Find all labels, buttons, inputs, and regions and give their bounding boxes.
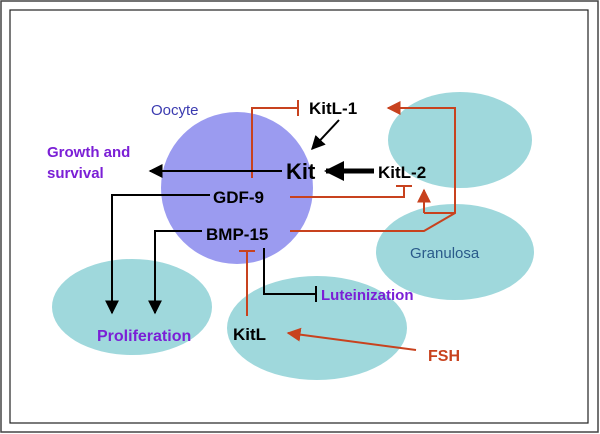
granulosa-cell-top	[388, 92, 532, 188]
kit-label: Kit	[286, 159, 316, 184]
granulosa-cell-left	[52, 259, 212, 355]
gdf9-label: GDF-9	[213, 188, 264, 207]
bmp15-to-proliferation-arrow	[148, 230, 202, 315]
gdf9-inhibits-kitl1	[251, 107, 298, 178]
growth-label-line2: survival	[47, 165, 104, 182]
granulosa-cell-bottom	[227, 276, 407, 380]
fsh-activates-kitl	[286, 327, 417, 351]
kitl1-to-kit-arrow	[311, 119, 340, 151]
kitl1-label: KitL-1	[309, 99, 357, 118]
luteinization-label: Luteinization	[321, 287, 414, 304]
bmp15-inhibits-luteinization	[263, 248, 316, 295]
fsh-label: FSH	[428, 348, 460, 365]
granulosa-label: Granulosa	[410, 245, 480, 262]
oocyte-label: Oocyte	[151, 102, 199, 119]
growth-label-line1: Growth and	[47, 144, 130, 161]
oocyte-cell	[161, 112, 313, 264]
gdf9-to-proliferation-arrow	[105, 194, 210, 315]
kitl-label: KitL	[233, 325, 266, 344]
kitl2-label: KitL-2	[378, 163, 426, 182]
gdf9-inhibits-kitl2	[290, 186, 405, 198]
bmp15-label: BMP-15	[206, 225, 268, 244]
granulosa-cell-right	[376, 204, 534, 300]
proliferation-label: Proliferation	[97, 328, 191, 345]
